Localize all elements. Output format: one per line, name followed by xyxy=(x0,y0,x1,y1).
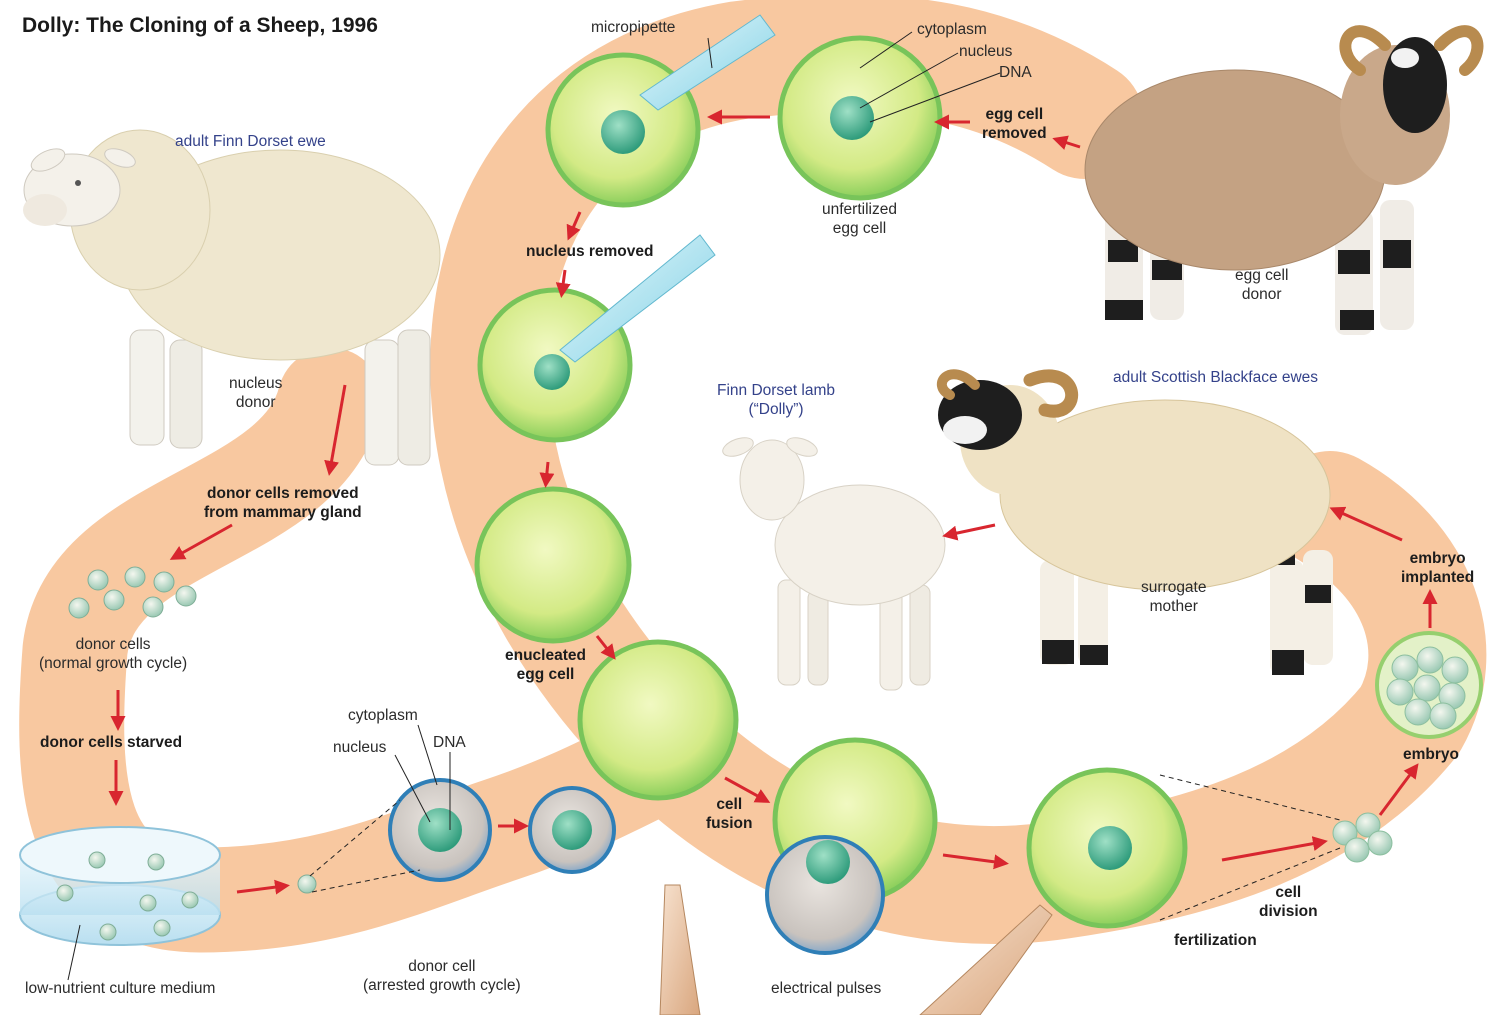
diagram-title: Dolly: The Cloning of a Sheep, 1996 xyxy=(22,14,378,37)
label-cytoplasm-bottom: cytoplasm xyxy=(348,707,418,724)
egg-donor-sheep-illustration xyxy=(1084,25,1484,335)
culture-dish xyxy=(19,826,221,946)
four-cell-stage xyxy=(1332,812,1393,863)
label-electrical-pulses: electrical pulses xyxy=(771,980,882,997)
label-nucleus-bottom: nucleus xyxy=(333,739,387,756)
dolly-lamb-illustration xyxy=(722,437,946,691)
label-cytoplasm-top: cytoplasm xyxy=(917,21,987,38)
label-cell-fusion: cell fusion xyxy=(706,796,753,832)
label-cell-division: cell division xyxy=(1259,884,1318,920)
surrogate-mother-illustration xyxy=(936,369,1333,675)
finn-dorset-ewe-illustration xyxy=(23,129,441,466)
label-dna-bottom: DNA xyxy=(433,734,466,751)
micropipettes xyxy=(559,14,776,363)
process-arrows xyxy=(108,109,1438,895)
donor-cells-group xyxy=(68,566,197,619)
label-unfertilized-egg-cell: unfertilized egg cell xyxy=(822,201,897,237)
label-donor-cells: donor cells (normal growth cycle) xyxy=(39,636,188,672)
label-donor-cells-removed: donor cells removed from mammary gland xyxy=(204,485,362,521)
label-nucleus-donor: nucleus donor xyxy=(229,375,283,411)
label-embryo: embryo xyxy=(1403,746,1459,763)
label-micropipette: micropipette xyxy=(591,19,676,36)
label-enucleated-egg-cell: enucleated egg cell xyxy=(505,647,586,683)
label-nucleus-top: nucleus xyxy=(959,43,1013,60)
label-egg-cell-donor: egg cell donor xyxy=(1235,267,1289,303)
label-dna-top: DNA xyxy=(999,64,1032,81)
label-egg-cell-removed: egg cell removed xyxy=(982,106,1047,142)
label-donor-cells-starved: donor cells starved xyxy=(40,734,183,751)
label-finn-dorset-lamb: Finn Dorset lamb (“Dolly”) xyxy=(717,382,836,418)
embryo-cells xyxy=(1386,646,1469,730)
label-adult-scottish-blackface: adult Scottish Blackface ewes xyxy=(1113,369,1319,386)
label-nucleus-removed: nucleus removed xyxy=(526,243,654,260)
label-donor-cell: donor cell (arrested growth cycle) xyxy=(363,958,521,994)
label-fertilization: fertilization xyxy=(1174,932,1257,949)
label-adult-finn-dorset-ewe: adult Finn Dorset ewe xyxy=(175,133,326,150)
electrodes xyxy=(659,884,1053,1015)
label-low-nutrient-medium: low-nutrient culture medium xyxy=(25,980,216,997)
leader-lines xyxy=(67,31,1001,981)
label-surrogate-mother: surrogate mother xyxy=(1141,579,1207,615)
label-embryo-implanted: embryo implanted xyxy=(1401,550,1475,586)
